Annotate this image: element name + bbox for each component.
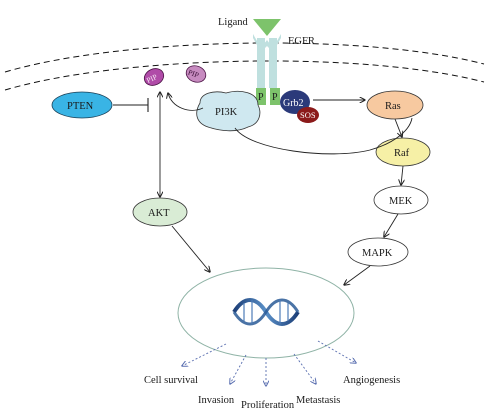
receptor-arm-right [269, 38, 277, 88]
sos-label: SOS [300, 110, 316, 120]
ligand-triangle [253, 19, 281, 36]
outcome-cell-survival: Cell survival [144, 375, 198, 386]
pip-right: PIP [185, 65, 207, 83]
mek-label: MEK [389, 196, 413, 207]
arrow-mek-mapk [384, 213, 399, 237]
mapk-label: MAPK [362, 248, 393, 259]
p-box-left [256, 88, 266, 105]
pip-left-label: PIP [145, 72, 159, 85]
ligand-label: Ligand [218, 17, 248, 28]
outcome-metastasis: Metastasis [296, 395, 340, 406]
link-pi3k-ras [234, 117, 413, 155]
pip-left: PIP [143, 68, 165, 86]
dna-helix-icon [232, 298, 300, 326]
arrow-mapk-nucleus [344, 265, 371, 285]
raf-label: Raf [394, 148, 410, 159]
pten-node [51, 91, 113, 119]
ras-label: Ras [385, 101, 401, 112]
membrane-outer-line [4, 42, 485, 73]
pi3k-node [196, 90, 261, 132]
mek-node [373, 185, 429, 215]
outcome-proliferation: Proliferation [241, 400, 295, 411]
akt-node [132, 197, 188, 227]
egfr-receptor: P P [253, 19, 281, 105]
pten-label: PTEN [67, 101, 94, 112]
outcome-angiogenesis: Angiogenesis [343, 375, 400, 386]
outcome-invasion: Invasion [198, 395, 235, 406]
arrow-akt-nucleus [171, 225, 210, 272]
egfr-label: EGFR [288, 36, 315, 47]
arrow-ras-raf [394, 118, 402, 137]
arrow-metastasis [293, 353, 316, 384]
sos-node [297, 107, 319, 123]
pip-left-body [143, 68, 165, 86]
arrow-angiogenesis [317, 340, 356, 363]
mapk-node [347, 237, 409, 267]
membrane-inner-line [4, 60, 485, 91]
p-label-left: P [258, 92, 264, 103]
arrow-pi3k-pip [168, 93, 204, 111]
grb2-label: Grb2 [283, 98, 304, 109]
arrow-raf-mek [401, 165, 403, 185]
pi3k-label: PI3K [215, 107, 238, 118]
akt-label: AKT [148, 208, 170, 219]
pip-right-body [185, 65, 207, 83]
dna-strand-b [232, 298, 300, 326]
arrow-cell-survival [182, 343, 227, 366]
receptor-arm-left [257, 38, 265, 88]
receptor-v [253, 34, 281, 52]
p-box-right [270, 88, 280, 105]
pip-right-label: PIP [187, 68, 200, 80]
grb2-node [280, 90, 310, 114]
p-label-right: P [272, 92, 278, 103]
arrow-invasion [230, 354, 247, 384]
